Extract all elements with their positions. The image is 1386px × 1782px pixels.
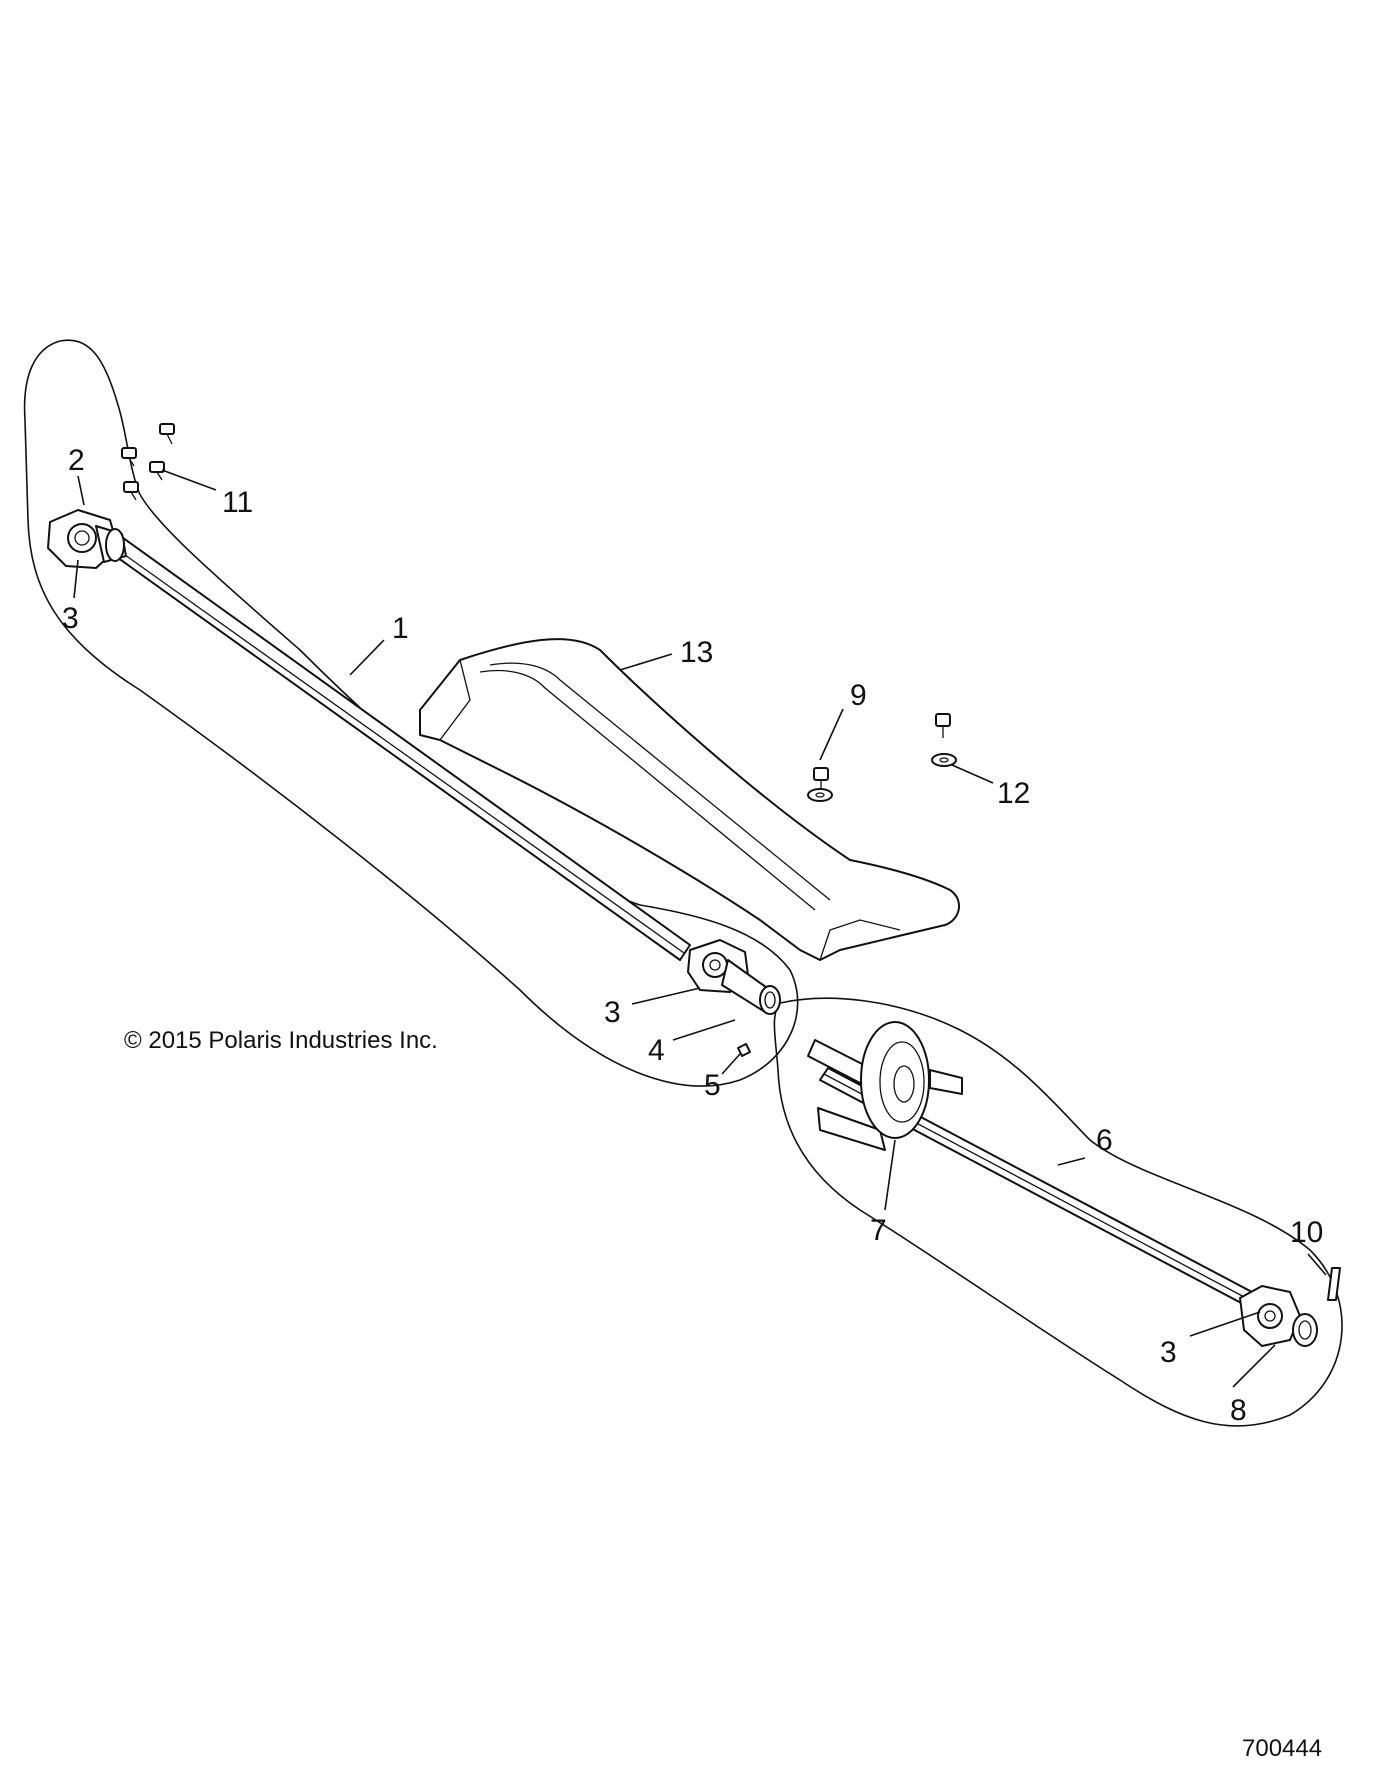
rear-yoke-ujoint [1239,1285,1318,1347]
rear-shaft-group-outline [773,997,1343,1427]
carrier-bearing [817,1021,963,1151]
bolt-set-11 [121,423,175,501]
front-shaft-rear-yoke [687,939,781,1015]
callout-11: 11 [222,486,253,519]
callout-3: 3 [604,996,621,1029]
bolt-9 [807,767,833,802]
callout-7: 7 [870,1214,887,1247]
callout-3: 3 [1160,1336,1177,1369]
shaft-guard [419,638,960,961]
callout-2: 2 [68,444,85,477]
callout-13: 13 [680,636,713,669]
callout-4: 4 [648,1034,665,1067]
callout-8: 8 [1230,1394,1247,1427]
callout-3: 3 [62,602,79,635]
callout-9: 9 [850,679,867,712]
bolt-12 [931,713,957,767]
callout-10: 10 [1290,1216,1323,1249]
grease-fitting [737,1043,751,1057]
front-shaft-group-outline [23,339,799,1087]
callout-6: 6 [1096,1124,1113,1157]
callout-5: 5 [704,1069,721,1102]
leader-lines [73,469,1327,1388]
callout-12: 12 [997,777,1030,810]
front-yoke-ujoint [47,509,127,569]
callout-1: 1 [392,612,409,645]
copyright-notice: © 2015 Polaris Industries Inc. [124,1027,438,1054]
diagram-id: 700444 [1242,1735,1322,1762]
pin-10 [1327,1267,1341,1301]
